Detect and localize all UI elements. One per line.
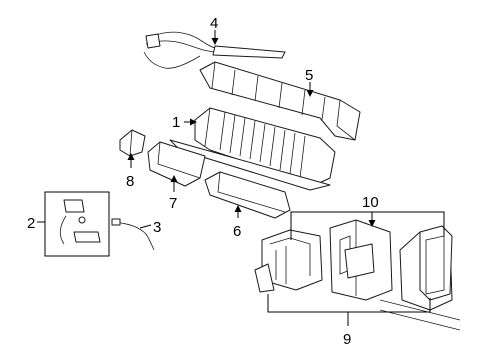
callout-8: 8 [126,173,134,190]
lower-duct-part [204,171,291,219]
sensor-wire-part [111,218,155,251]
top-cover-part [199,61,361,141]
sensor-kit-box [44,191,110,257]
callout-9: 9 [343,331,351,348]
relay-assembly-part [329,219,393,301]
callout-1: 1 [172,114,180,131]
connector-assembly-part [254,229,323,293]
callout-5: 5 [305,67,313,84]
callout-7: 7 [169,195,177,212]
callout-6: 6 [233,223,241,240]
callout-10: 10 [362,194,379,211]
small-bracket-part [119,129,146,157]
junction-block-part [379,225,461,331]
duct-part [147,141,206,187]
callout-2: 2 [27,215,35,232]
callout-4: 4 [210,15,218,32]
wire-harness-part [143,31,286,69]
leader-lines [37,30,445,326]
callout-3: 3 [153,219,161,236]
